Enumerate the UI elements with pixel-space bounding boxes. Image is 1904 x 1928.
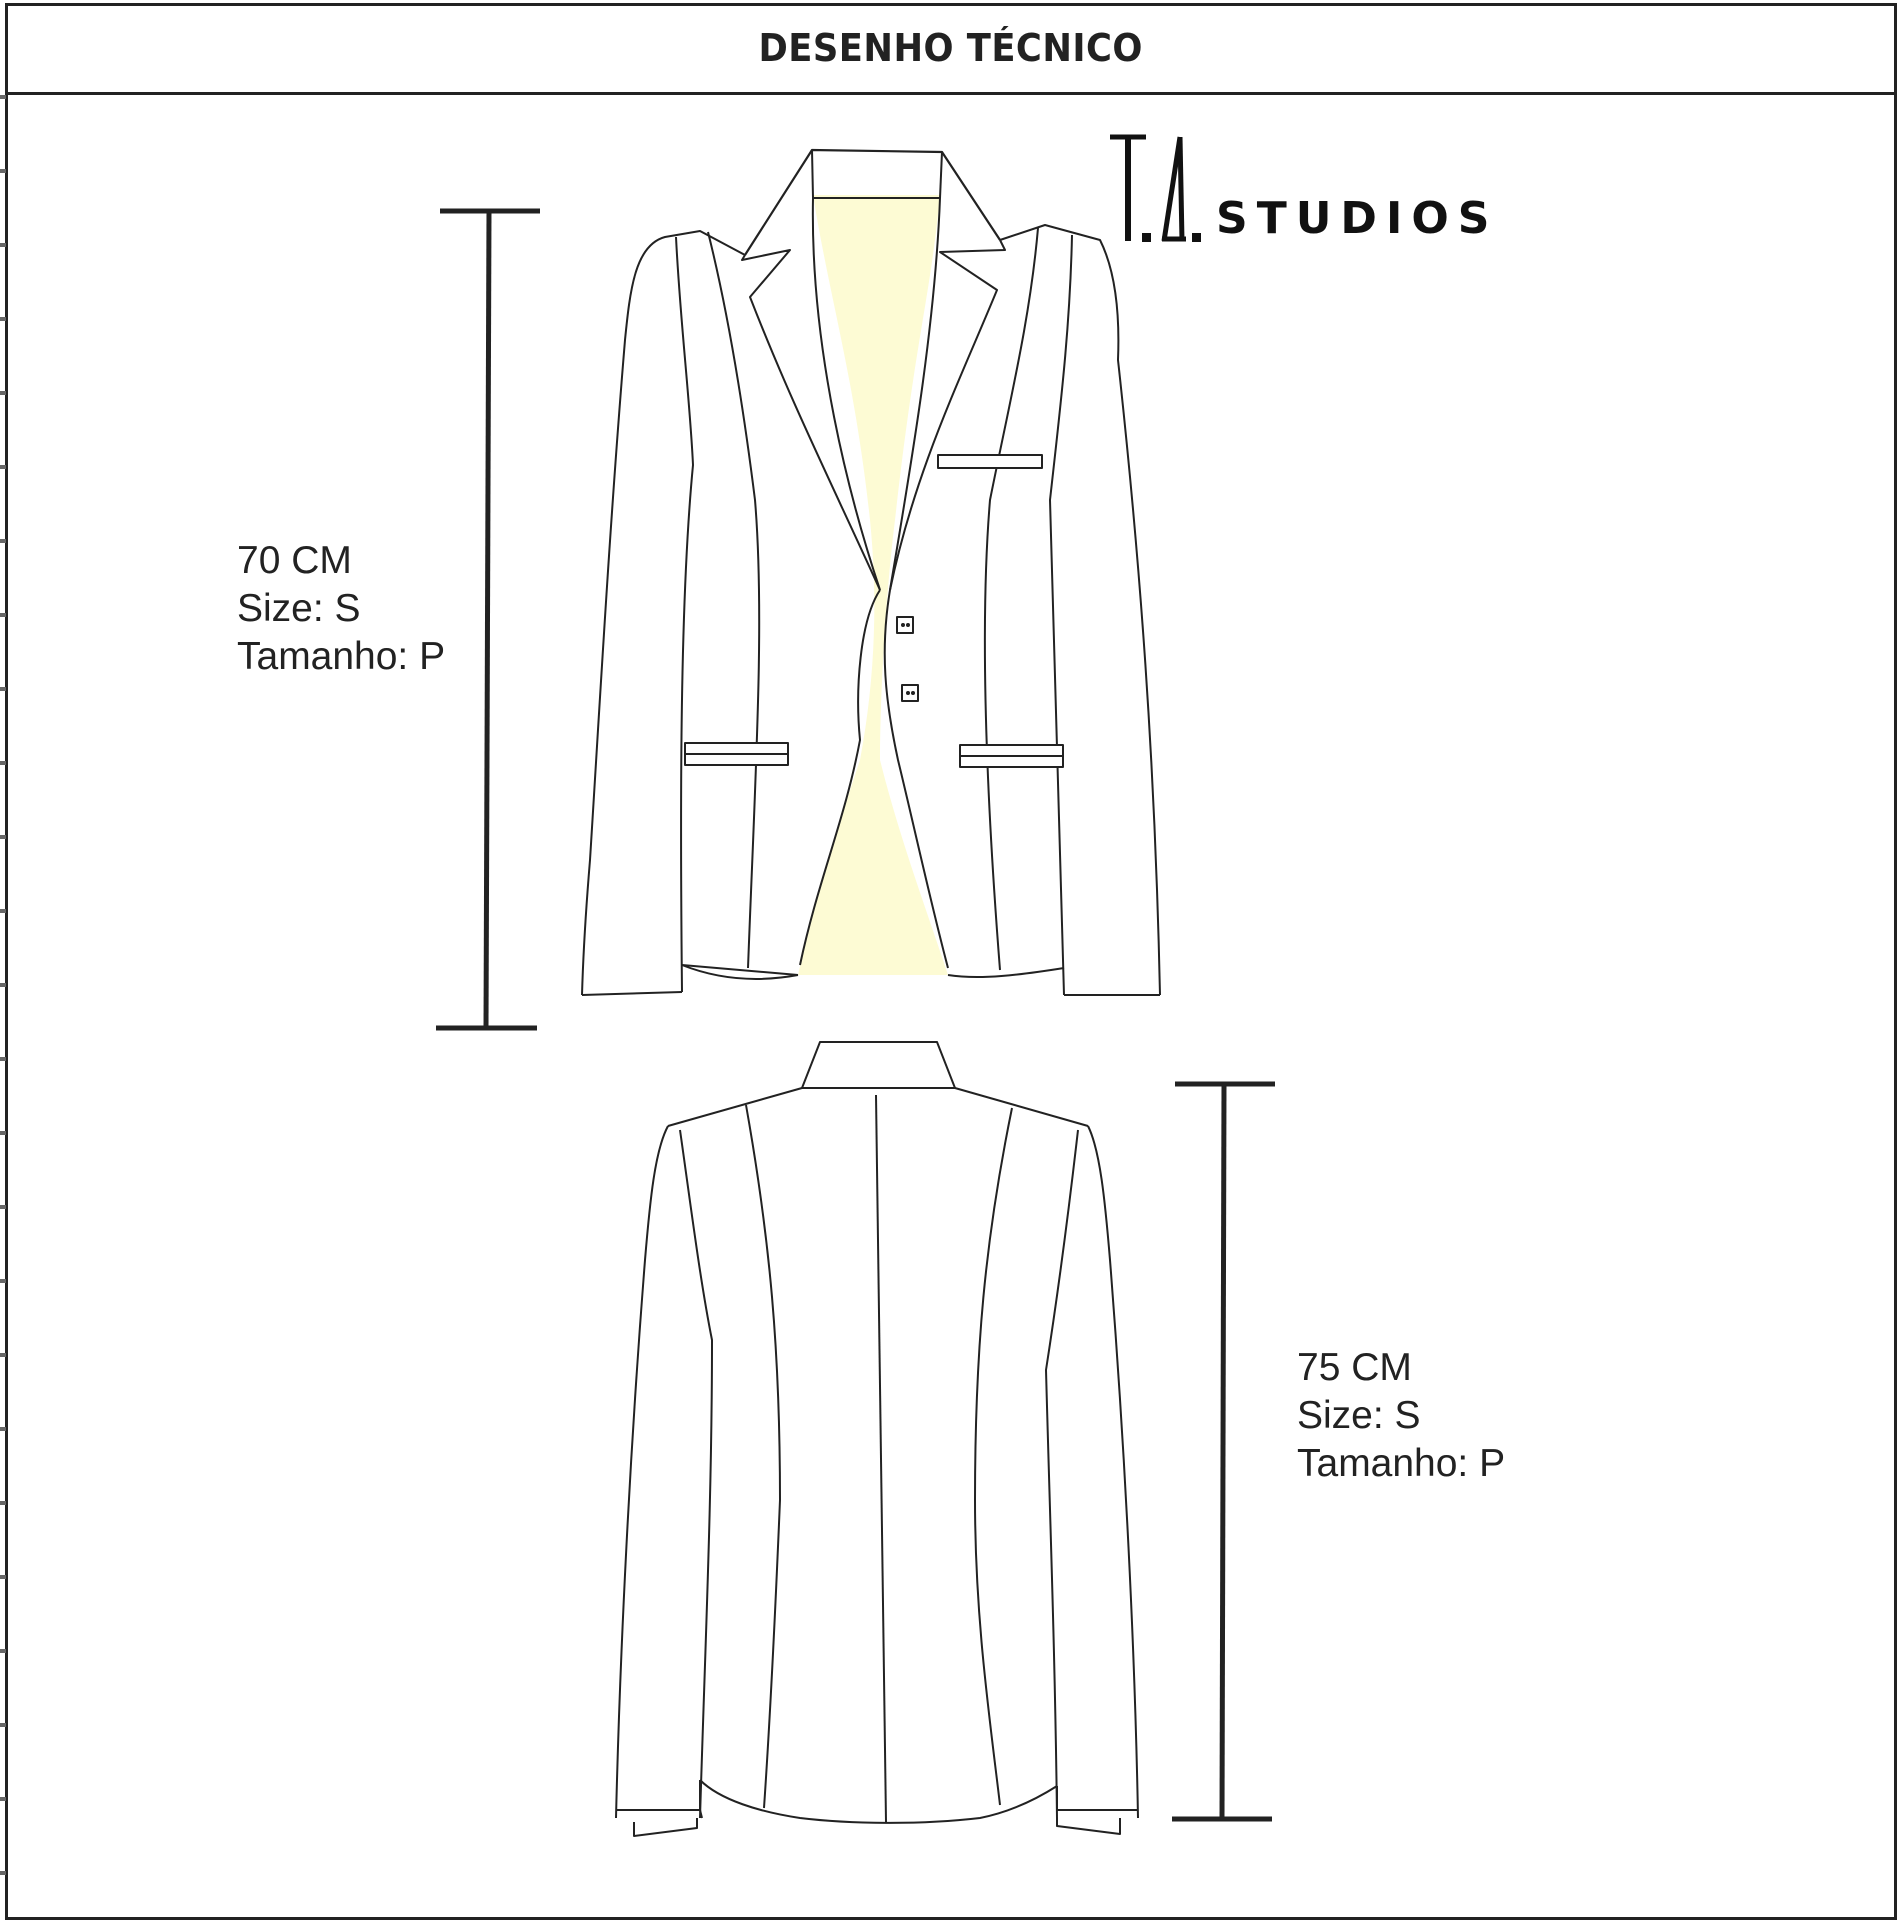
front-measurement-label: 70 CM Size: S Tamanho: P	[237, 537, 445, 681]
page-title: DESENHO TÉCNICO	[758, 25, 1144, 70]
brand-name: STUDIOS	[1216, 193, 1499, 244]
blazer-front-icon	[581, 148, 1161, 996]
back-length: 75 CM	[1297, 1346, 1412, 1389]
brand-mark-icon	[1110, 134, 1201, 242]
blazer-back-icon	[615, 1041, 1139, 1837]
front-size: Size: S	[237, 587, 361, 630]
header: DESENHO TÉCNICO	[5, 3, 1897, 95]
edge-ticks	[0, 95, 6, 1920]
brand-logo: STUDIOS	[1108, 133, 1498, 248]
sheet-frame	[5, 3, 1897, 1920]
back-length-dimension	[1172, 1081, 1275, 1822]
front-tamanho: Tamanho: P	[237, 635, 446, 678]
back-size: Size: S	[1297, 1394, 1421, 1437]
front-length: 70 CM	[237, 539, 352, 582]
back-tamanho: Tamanho: P	[1297, 1442, 1506, 1485]
back-measurement-label: 75 CM Size: S Tamanho: P	[1297, 1344, 1505, 1488]
front-length-dimension	[436, 208, 540, 1031]
